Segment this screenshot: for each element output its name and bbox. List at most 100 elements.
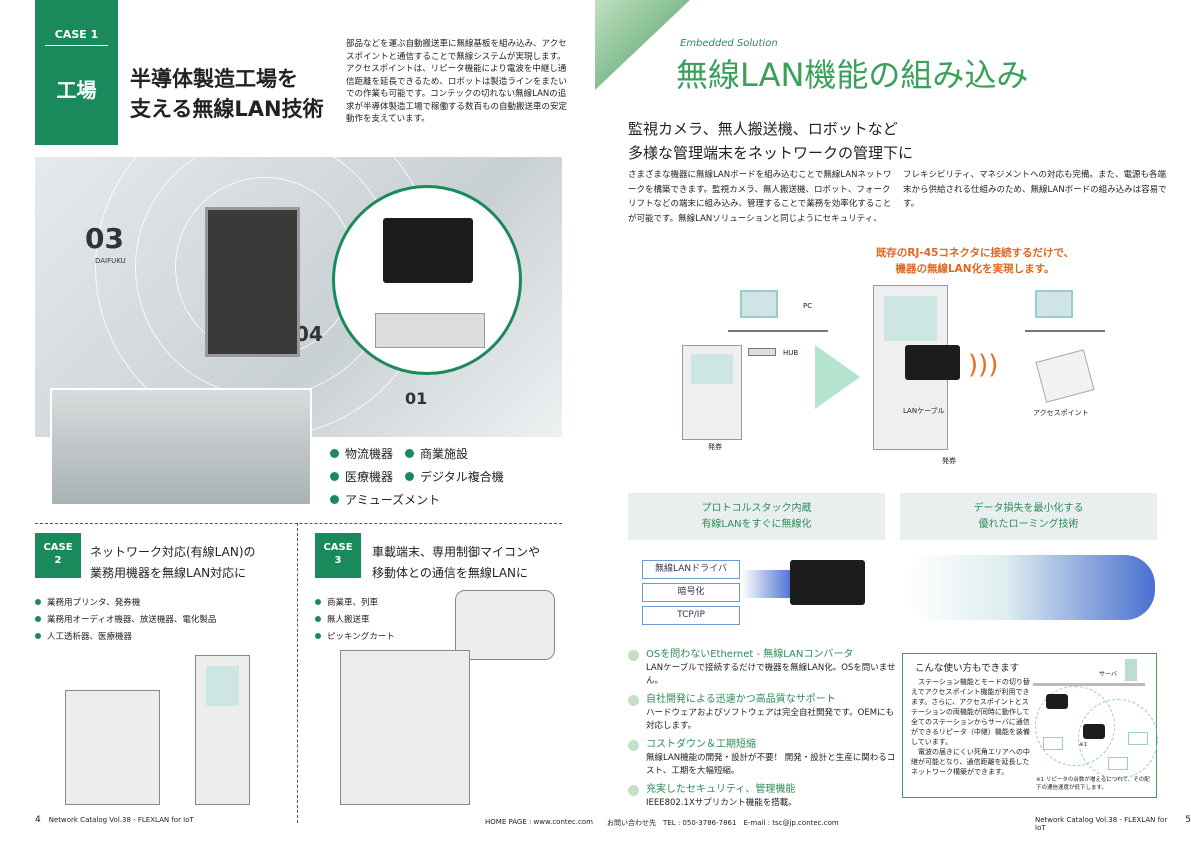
kiosk-before [682, 345, 742, 440]
arrow-icon [815, 345, 860, 409]
case1-title: 半導体製造工場を 支える無線LAN技術 [130, 64, 324, 124]
page-number: 4 [35, 815, 41, 825]
case1-label: CASE 1 [45, 28, 108, 46]
hub-icon [748, 348, 776, 356]
app-item: デジタル複合機 [405, 470, 504, 484]
machine-label-1: 発券 [708, 443, 722, 451]
stack-arrow [742, 570, 792, 598]
wlan-box-image [375, 313, 485, 348]
protocol-stack: 無線LANドライバ 暗号化 TCP/IP [642, 560, 740, 625]
app-item: 医療機器 [330, 470, 393, 484]
ap-label: アクセスポイント [1033, 409, 1089, 417]
case3-num: 3 [334, 555, 342, 566]
laptop-icon [1128, 732, 1148, 745]
server-label: サーバ [1099, 671, 1117, 678]
pc-illustration [740, 290, 778, 318]
list-item: 商業車、列車 [315, 595, 395, 612]
left-footer: 4 Network Catalog Vol.38 - FLEXLAN for I… [35, 815, 194, 825]
network-line-2 [1025, 330, 1105, 332]
page-number: 5 [1185, 815, 1191, 825]
list-item: 人工透析器、医療機器 [35, 629, 216, 646]
list-item: ピッキングカート [315, 629, 395, 646]
list-item: 業務用オーディオ機器、放送機器、電化製品 [35, 612, 216, 629]
pc-label: PC [803, 302, 813, 310]
case1-tag: 工場 [56, 78, 97, 102]
daifuku-label: DAIFUKU [95, 257, 126, 265]
list-item: 無人搬送車 [315, 612, 395, 629]
wlan-board-icon [905, 345, 960, 380]
case1-body: 部品などを運ぶ自動搬送車に無線基板を組み込み、アクセスポイントと通信することで無… [346, 39, 568, 124]
case1-title-line1: 半導体製造工場を [130, 67, 298, 91]
usage-title: こんな使い方もできます [915, 663, 1020, 674]
laptop-icon [1108, 757, 1128, 770]
product-zoom-circle [332, 185, 522, 375]
catalog-name: Network Catalog Vol.38 - FLEXLAN for IoT [1035, 816, 1168, 832]
machine-label-2: 発券 [942, 457, 956, 465]
feature-item: コストダウン＆工期短縮無線LAN機能の開発・設計が不要！ 開発・設計と生産に関わ… [628, 738, 896, 778]
list-item: 業務用プリンタ、発券機 [35, 595, 216, 612]
case3-label: CASE [323, 542, 353, 553]
panel-protocol-header: プロトコルスタック内蔵有線LANをすぐに無線化 [628, 493, 885, 540]
catalog-name: Network Catalog Vol.38 - FLEXLAN for IoT [48, 816, 194, 824]
roaming-illustration [905, 555, 1155, 620]
stack-layer: TCP/IP [642, 606, 740, 625]
forklift-illustration [340, 650, 470, 805]
usage-box: こんな使い方もできます ステーション機能とモードの切り替えでアクセスポイント機能… [902, 653, 1158, 798]
coverage-circle [1078, 699, 1158, 779]
case2-title: ネットワーク対応(有線LAN)の業務用機器を無線LAN対応に [90, 545, 256, 580]
app-item: 商業施設 [405, 447, 468, 461]
intro-col2: フレキシビリティ、マネジメントへの対応も完備。また、電源も各端末から供給される仕… [903, 170, 1167, 209]
pc-illustration-2 [1035, 290, 1073, 318]
case2-list: 業務用プリンタ、発券機 業務用オーディオ機器、放送機器、電化製品 人工透析器、医… [35, 595, 216, 646]
case3-list: 商業車、列車 無人搬送車 ピッキングカート [315, 595, 395, 646]
cart-illustration [455, 590, 555, 660]
board-icon [1046, 694, 1068, 709]
panel-roaming-header: データ損失を最小化する優れたローミング技術 [900, 493, 1157, 540]
printer-illustration [65, 690, 160, 805]
divider-vertical [297, 523, 298, 823]
board-image [790, 560, 865, 605]
case1-app-list: 物流機器 商業施設 医療機器 デジタル複合機 アミューズメント [330, 443, 560, 512]
factory-line-photo [50, 388, 312, 506]
intro-col1: さまざまな機器に無線LANボードを組み込むことで無線LANネットワークを構築でき… [628, 170, 892, 224]
case3-badge: CASE 3 [315, 533, 361, 578]
stack-layer: 暗号化 [642, 583, 740, 602]
homepage-link[interactable]: HOME PAGE : www.contec.com [485, 818, 593, 826]
case1-title-line2: 支える無線LAN技術 [130, 97, 324, 121]
cable-label: LANケーブル [903, 406, 945, 416]
contact-info: お問い合わせ先 TEL : 050-3786-7861 E-mail : tsc… [607, 819, 839, 827]
wireless-waves-icon: ))) [968, 350, 999, 380]
access-point-illustration [1035, 349, 1095, 403]
feature-item: 自社開発による迅速かつ高品質なサポートハードウェアおよびソフトウェアは完全自社開… [628, 693, 896, 733]
kiosk-illustration [195, 655, 250, 805]
headline: 監視カメラ、無人搬送機、ロボットなど多様な管理端末をネットワークの管理下に [628, 120, 914, 162]
vehicle-01-label: 01 [405, 389, 428, 408]
divider [35, 523, 562, 524]
case2-num: 2 [54, 555, 62, 566]
server-icon [1125, 659, 1137, 681]
case3-title: 車載端末、専用制御マイコンや移動体との通信を無線LANに [372, 545, 541, 580]
wlan-board-image [383, 218, 473, 283]
right-footer: Network Catalog Vol.38 - FLEXLAN for IoT… [1035, 815, 1191, 832]
hub-label: HUB [783, 349, 799, 357]
app-item: アミューズメント [330, 493, 440, 507]
server-line [1033, 683, 1145, 686]
vehicle-panel [205, 207, 300, 357]
repeater-board-icon [1083, 724, 1105, 739]
case1-badge: CASE 1 工場 [35, 0, 118, 145]
usage-note: ※1 リピータの台数が増えるにつれて、その配下の通信速度が低下します。 [1036, 777, 1150, 791]
case2-badge: CASE 2 [35, 533, 81, 578]
section-subtitle: Embedded Solution [680, 38, 778, 49]
app-item: 物流機器 [330, 447, 393, 461]
vehicle-03-label: 03 [85, 222, 124, 255]
case2-label: CASE [43, 542, 73, 553]
laptop-icon [1043, 737, 1063, 750]
section-title: 無線LAN機能の組み込み [676, 56, 1029, 94]
diagram-caption: 既存のRJ-45コネクタに接続するだけで、機器の無線LAN化を実現します。 [875, 247, 1075, 275]
stack-layer: 無線LANドライバ [642, 560, 740, 579]
usage-body: ステーション機能とモードの切り替えでアクセスポイント機能が利用できます。さらに、… [911, 678, 1030, 776]
repeater-mark: ※1 [1079, 742, 1088, 748]
